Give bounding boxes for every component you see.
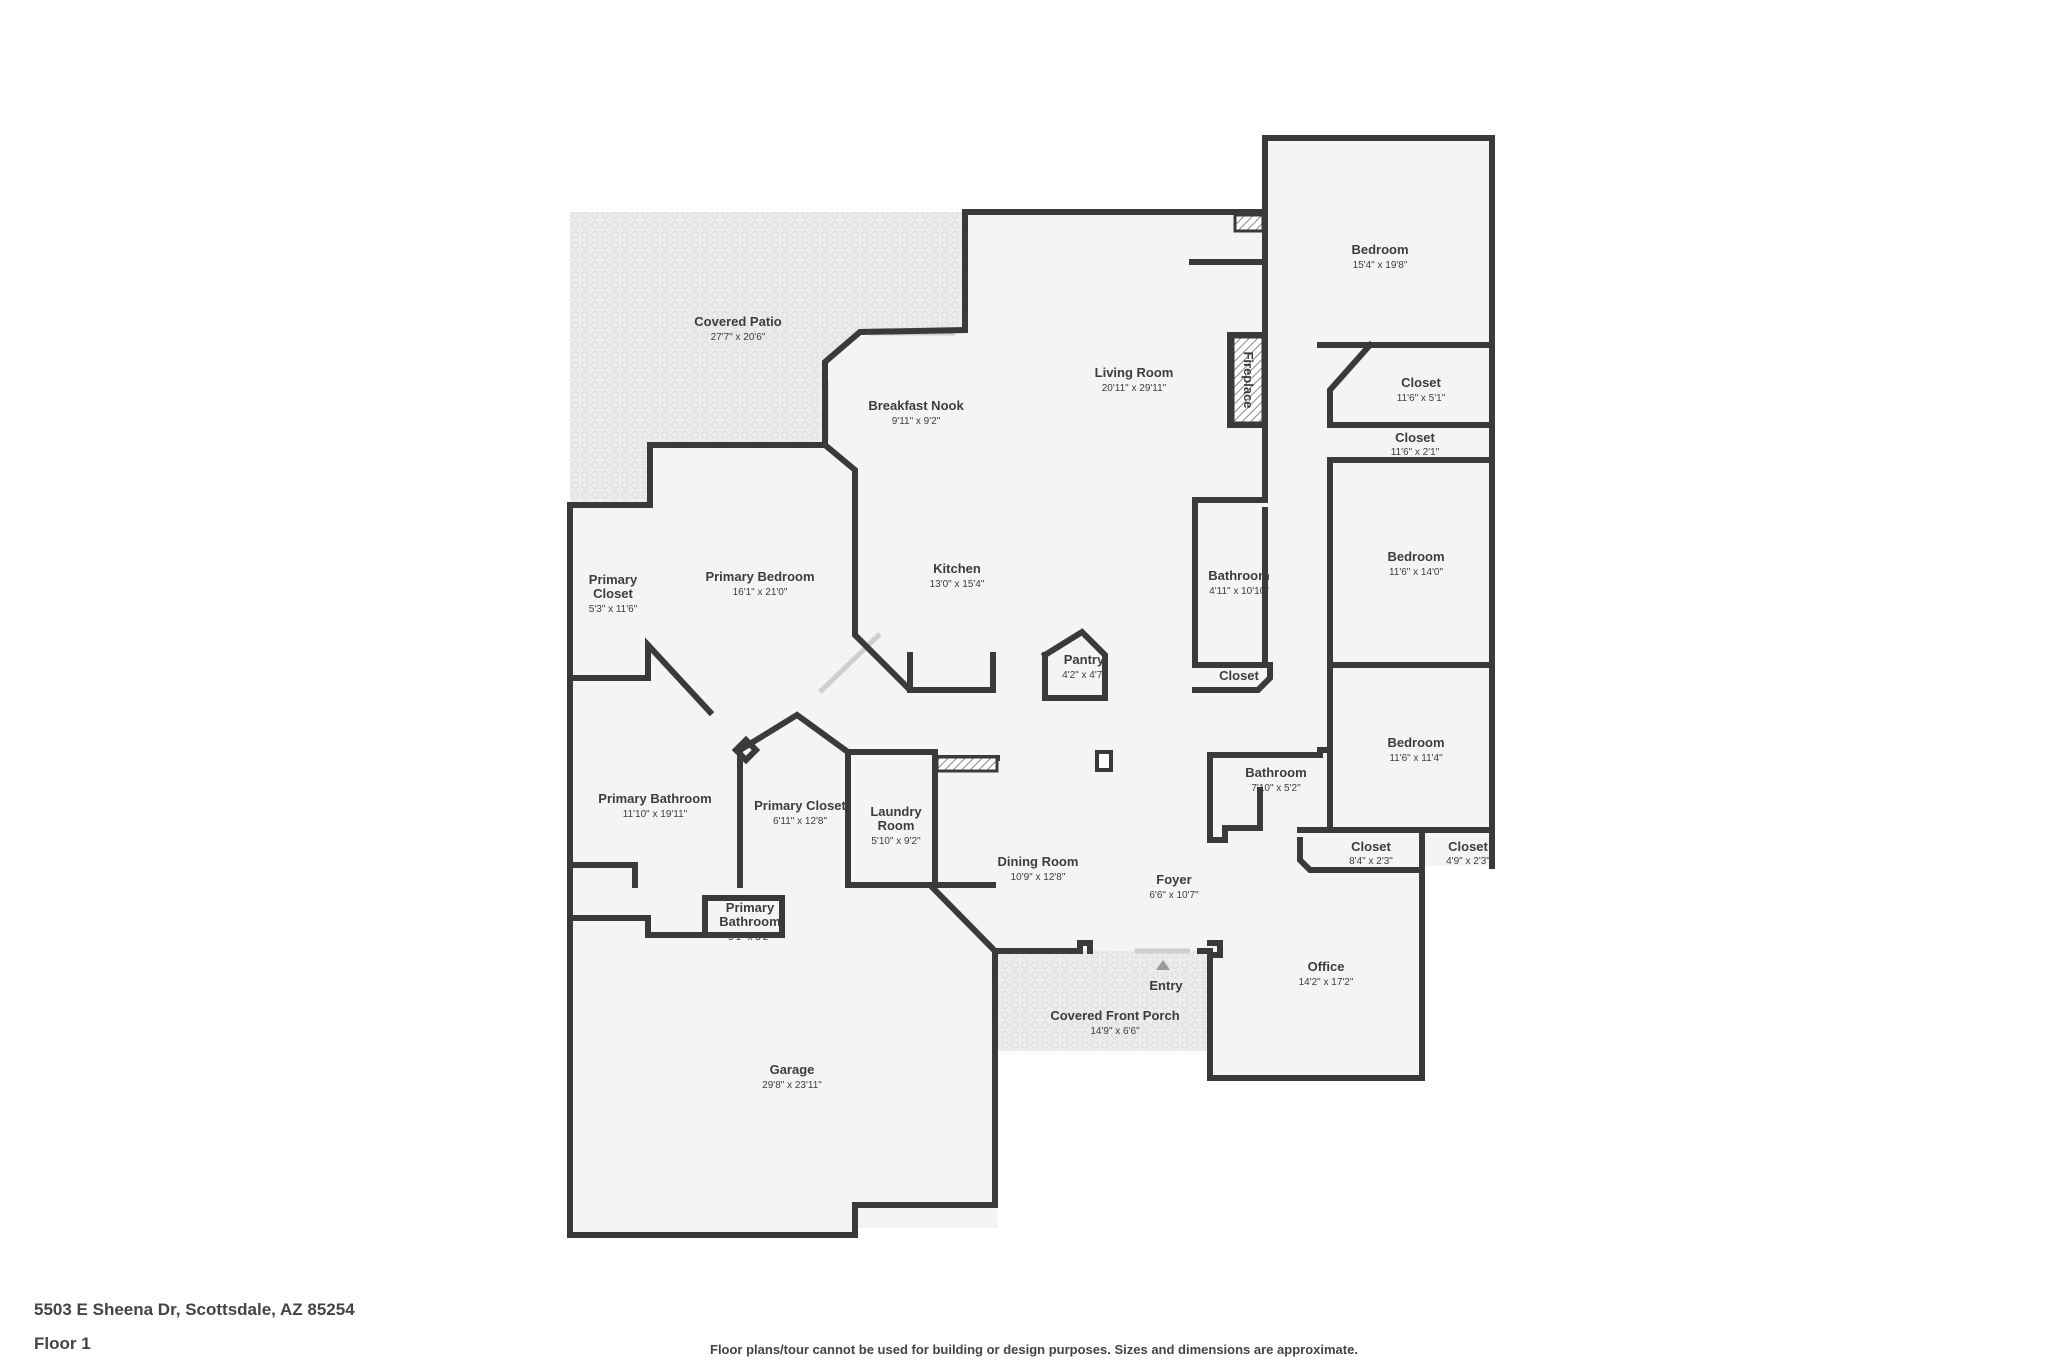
room-covered-front-porch: Covered Front Porch 14'9" x 6'6" bbox=[1050, 1008, 1179, 1037]
room-labels: Covered Patio 27'7" x 20'6" Living Room 20… bbox=[589, 242, 1491, 1091]
room-name: Primary Bathroom bbox=[598, 791, 711, 806]
room-dims: 4'2" x 4'7" bbox=[1062, 670, 1106, 681]
room-name: Closet bbox=[1448, 839, 1488, 854]
room-name: Closet bbox=[1351, 839, 1391, 854]
hatched-block-top bbox=[1233, 213, 1265, 233]
room-primary-bedroom: Primary Bedroom 16'1" x 21'0" bbox=[705, 569, 814, 598]
room-closet-2: Closet 11'6" x 2'1" bbox=[1391, 430, 1440, 458]
room-dims: 27'7" x 20'6" bbox=[711, 332, 766, 343]
room-primary-bathroom-2: Primary Bathroom 5'1" x 3'2" bbox=[719, 900, 780, 943]
room-name: Covered Patio bbox=[694, 314, 781, 329]
room-office: Office 14'2" x 17'2" bbox=[1299, 959, 1354, 988]
room-name: Breakfast Nook bbox=[868, 398, 964, 413]
room-dims: 7'10" x 5'2" bbox=[1251, 783, 1301, 794]
room-laundry-room: Laundry Room 5'10" x 9'2" bbox=[870, 804, 922, 847]
covered-front-porch-area bbox=[998, 951, 1210, 1051]
room-name: Bedroom bbox=[1351, 242, 1408, 257]
room-dims: 10'9" x 12'8" bbox=[1011, 872, 1066, 883]
room-name-line-1: Primary bbox=[726, 900, 775, 915]
room-name: Covered Front Porch bbox=[1050, 1008, 1179, 1023]
fireplace-label: Fireplace bbox=[1241, 351, 1256, 408]
room-kitchen: Kitchen 13'0" x 15'4" bbox=[930, 561, 985, 590]
room-name: Closet bbox=[1219, 668, 1259, 683]
disclaimer-text: Floor plans/tour cannot be used for buil… bbox=[710, 1342, 1358, 1357]
room-breakfast-nook: Breakfast Nook 9'11" x 9'2" bbox=[868, 398, 964, 427]
room-dims: 29'8" x 23'11" bbox=[762, 1080, 822, 1091]
room-bedroom-1: Bedroom 15'4" x 19'8" bbox=[1351, 242, 1408, 271]
room-dims: 13'0" x 15'4" bbox=[930, 579, 985, 590]
room-dims: 5'10" x 9'2" bbox=[871, 836, 921, 847]
room-garage: Garage 29'8" x 23'11" bbox=[762, 1062, 822, 1091]
room-name: Bedroom bbox=[1387, 549, 1444, 564]
room-dims: 8'4" x 2'3" bbox=[1349, 856, 1393, 867]
room-dims: 6'6" x 10'7" bbox=[1149, 890, 1199, 901]
room-name-line-2: Closet bbox=[593, 586, 633, 601]
room-dims: 5'3" x 11'6" bbox=[589, 604, 638, 615]
room-name: Bathroom bbox=[1245, 765, 1306, 780]
entry-label: Entry bbox=[1149, 978, 1183, 993]
room-name: Dining Room bbox=[998, 854, 1079, 869]
room-name-line-1: Laundry bbox=[870, 804, 922, 819]
room-name: Closet bbox=[1395, 430, 1435, 445]
room-bedroom-2: Bedroom 11'6" x 14'0" bbox=[1387, 549, 1444, 578]
room-dims: 11'6" x 2'1" bbox=[1391, 447, 1440, 458]
covered-patio-area bbox=[570, 212, 965, 505]
room-dims: 20'11" x 29'11" bbox=[1102, 383, 1167, 394]
room-name: Bathroom bbox=[1208, 568, 1269, 583]
room-name: Primary Closet bbox=[754, 798, 846, 813]
room-name: Kitchen bbox=[933, 561, 981, 576]
room-closet-5: Closet 4'9" x 2'3" bbox=[1446, 839, 1490, 867]
room-name: Primary Bedroom bbox=[705, 569, 814, 584]
room-name-line-2: Room bbox=[878, 818, 915, 833]
room-primary-closet-1: Primary Closet 5'3" x 11'6" bbox=[589, 572, 638, 615]
room-dims: 15'4" x 19'8" bbox=[1353, 260, 1408, 271]
room-name: Bedroom bbox=[1387, 735, 1444, 750]
entry-arrow-icon bbox=[1156, 960, 1170, 970]
room-name: Closet bbox=[1401, 375, 1441, 390]
room-foyer: Foyer 6'6" x 10'7" bbox=[1149, 872, 1199, 901]
column bbox=[1095, 750, 1113, 772]
room-closet-1: Closet 11'6" x 5'1" bbox=[1397, 375, 1446, 404]
room-dims: 16'1" x 21'0" bbox=[733, 587, 788, 598]
room-dining-room: Dining Room 10'9" x 12'8" bbox=[998, 854, 1079, 883]
room-bedroom-3: Bedroom 11'6" x 11'4" bbox=[1387, 735, 1444, 764]
room-dims: 4'11" x 10'10" bbox=[1209, 586, 1269, 597]
hatched-block-mid bbox=[935, 755, 999, 773]
room-closet-3: Closet bbox=[1219, 668, 1259, 683]
room-dims: 4'9" x 2'3" bbox=[1446, 856, 1490, 867]
room-dims: 14'9" x 6'6" bbox=[1090, 1026, 1140, 1037]
room-dims: 5'1" x 3'2" bbox=[728, 932, 772, 943]
property-address: 5503 E Sheena Dr, Scottsdale, AZ 85254 bbox=[34, 1300, 355, 1319]
floor-label: Floor 1 bbox=[34, 1334, 91, 1353]
room-closet-4: Closet 8'4" x 2'3" bbox=[1349, 839, 1393, 867]
room-bathroom-1: Bathroom 4'11" x 10'10" bbox=[1208, 568, 1269, 597]
room-primary-closet-2: Primary Closet 6'11" x 12'8" bbox=[754, 798, 846, 827]
room-bathroom-2: Bathroom 7'10" x 5'2" bbox=[1245, 765, 1306, 794]
room-covered-patio: Covered Patio 27'7" x 20'6" bbox=[694, 314, 781, 343]
room-name: Office bbox=[1308, 959, 1345, 974]
room-living-room: Living Room 20'11" x 29'11" bbox=[1095, 365, 1174, 394]
fireplace bbox=[1231, 335, 1265, 425]
room-pantry: Pantry 4'2" x 4'7" bbox=[1062, 652, 1106, 681]
room-dims: 6'11" x 12'8" bbox=[773, 816, 828, 827]
room-primary-bathroom-1: Primary Bathroom 11'10" x 19'11" bbox=[598, 791, 711, 820]
room-name: Garage bbox=[770, 1062, 815, 1077]
room-name: Pantry bbox=[1064, 652, 1105, 667]
walls bbox=[567, 135, 1495, 1238]
room-dims: 14'2" x 17'2" bbox=[1299, 977, 1354, 988]
room-name-line-2: Bathroom bbox=[719, 914, 780, 929]
room-dims: 9'11" x 9'2" bbox=[892, 416, 941, 427]
room-dims: 11'6" x 11'4" bbox=[1389, 753, 1443, 764]
room-name-line-1: Primary bbox=[589, 572, 638, 587]
room-name: Living Room bbox=[1095, 365, 1174, 380]
room-dims: 11'10" x 19'11" bbox=[623, 809, 688, 820]
room-name: Foyer bbox=[1156, 872, 1191, 887]
room-dims: 11'6" x 14'0" bbox=[1389, 567, 1444, 578]
room-dims: 11'6" x 5'1" bbox=[1397, 393, 1446, 404]
